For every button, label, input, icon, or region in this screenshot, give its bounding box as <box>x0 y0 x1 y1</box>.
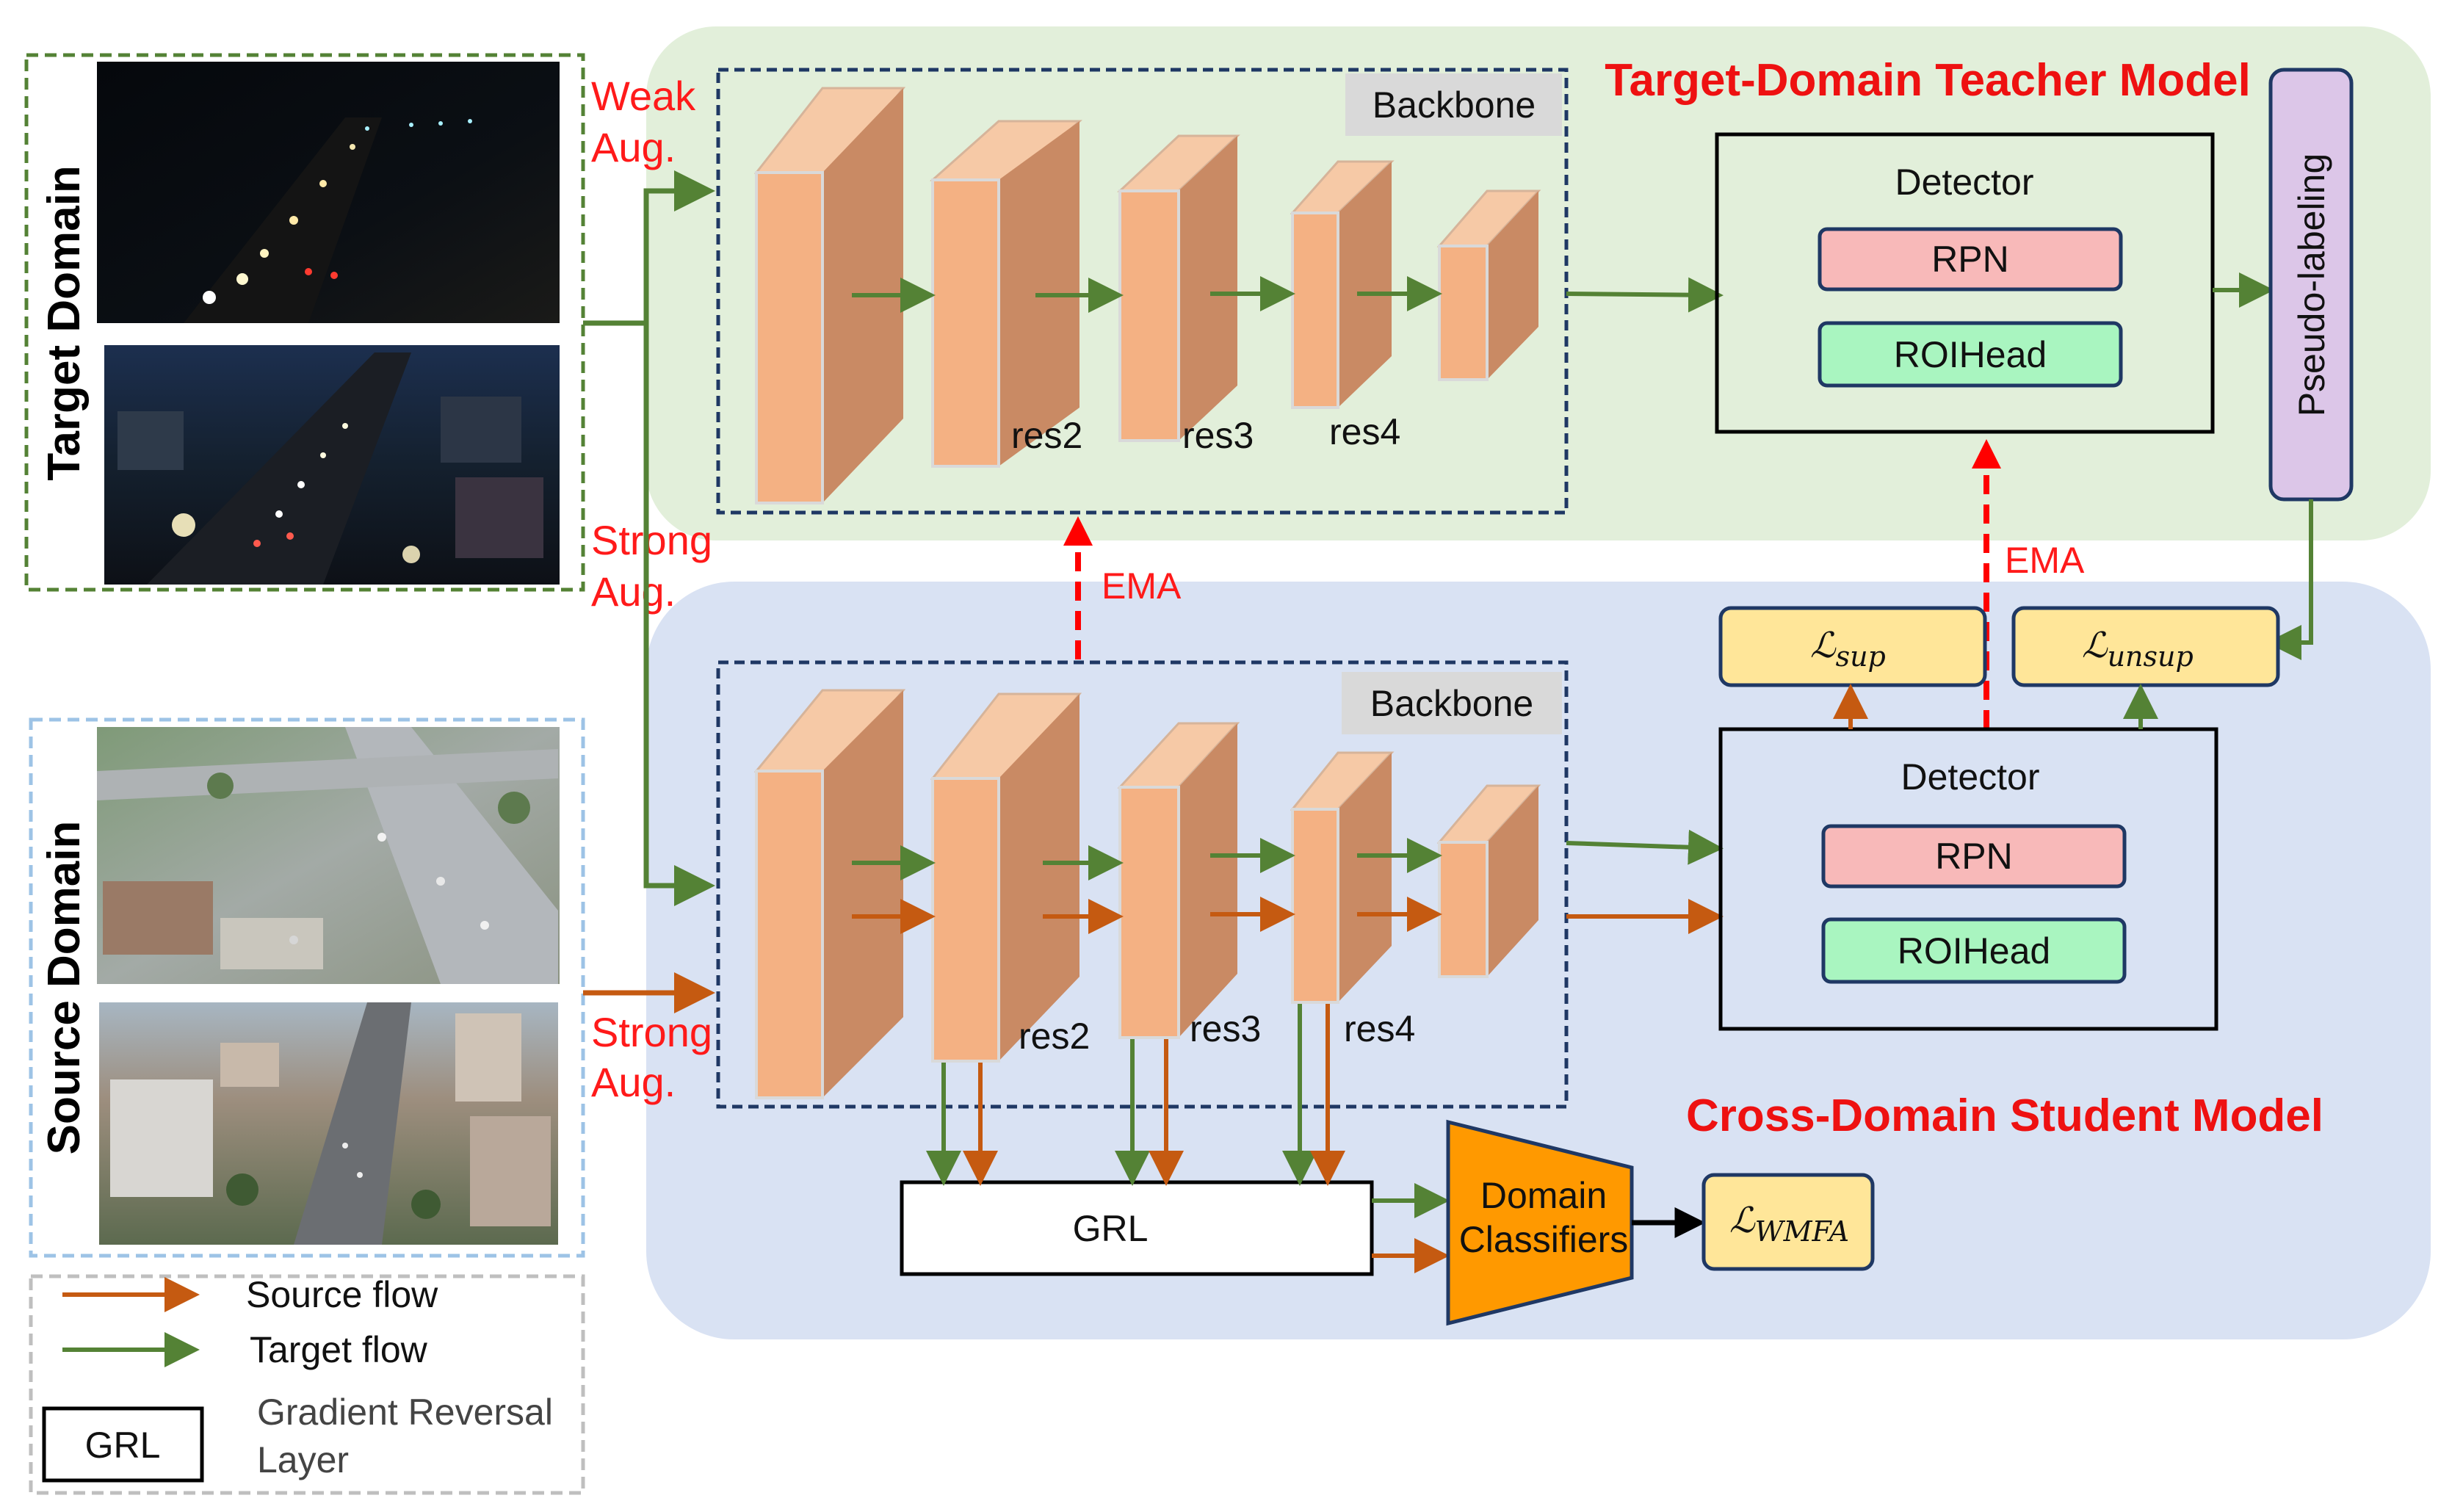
teacher-block-5 <box>1436 189 1541 381</box>
loss-unsup-label: ℒunsup <box>2082 625 2194 673</box>
legend-frame <box>29 1274 585 1495</box>
target-domain-label: Target Domain <box>39 165 90 480</box>
teacher-rpn-label: RPN <box>1931 239 2009 280</box>
source-domain-label: Source Domain <box>39 821 90 1155</box>
teacher-res4-label: res4 <box>1329 411 1400 452</box>
teacher-detector-box <box>1715 132 2215 434</box>
student-backbone-tag-bg <box>1342 672 1562 734</box>
teacher-block-4 <box>1290 160 1395 409</box>
student-backbone-blocks <box>753 689 1541 1099</box>
teacher-rpn-box <box>1818 227 2123 292</box>
grl-label: GRL <box>1073 1208 1149 1249</box>
teacher-roihead-box <box>1818 321 2123 388</box>
student-rpn-box <box>1821 824 2127 889</box>
teacher-roihead-label: ROIHead <box>1894 334 2047 375</box>
student-roihead-box <box>1821 917 2127 984</box>
pseudo-labeling-label: Pseudo-labeling <box>2291 153 2332 417</box>
domain-classifiers-label-2: Classifiers <box>1459 1219 1629 1260</box>
student-rpn-label: RPN <box>1935 836 2013 877</box>
pseudo-to-unsup-arrow <box>2266 499 2313 660</box>
target-weak-arrow <box>643 170 715 323</box>
weak-aug-label-2: Aug. <box>591 124 676 170</box>
student-block-4 <box>1290 751 1395 1004</box>
loss-wmfa-label: ℒWMFA <box>1729 1200 1849 1248</box>
student-backbone-frame <box>716 660 1569 1109</box>
strong-aug-target-label-2: Aug. <box>591 568 676 615</box>
legend-source-label: Source flow <box>246 1274 438 1315</box>
student-block-3 <box>1117 722 1240 1039</box>
student-res3-label: res3 <box>1190 1008 1261 1049</box>
student-roihead-label: ROIHead <box>1898 930 2050 972</box>
student-block-5 <box>1436 784 1541 978</box>
teacher-res2-label: res2 <box>1011 415 1082 456</box>
teacher-backbone-tag-bg <box>1345 73 1562 136</box>
teacher-block-3 <box>1117 134 1240 442</box>
target-input-trunk <box>583 320 715 906</box>
student-backbone-label: Backbone <box>1370 683 1533 724</box>
legend-grl-desc: Gradient Reversal <box>257 1392 553 1433</box>
ema-label-left: EMA <box>1102 565 1182 607</box>
strong-aug-target-label: Strong <box>591 517 712 563</box>
student-detector-box <box>1718 727 2218 1031</box>
student-res4-label: res4 <box>1344 1008 1415 1049</box>
teacher-to-detector-arrow <box>1566 277 1724 313</box>
target-image-2 <box>104 345 560 585</box>
domain-classifiers-label: Domain <box>1480 1175 1607 1216</box>
legend-grl-box <box>42 1406 204 1483</box>
teacher-backbone-blocks <box>753 87 1541 504</box>
weak-aug-label: Weak <box>591 73 696 119</box>
student-model-title: Cross-Domain Student Model <box>1686 1090 2323 1141</box>
teacher-res3-label: res3 <box>1182 415 1254 456</box>
legend-grl-label: GRL <box>85 1425 161 1466</box>
strong-aug-source-label: Strong <box>591 1009 712 1055</box>
teacher-model-title: Target-Domain Teacher Model <box>1605 55 2251 106</box>
teacher-backbone-frame <box>716 68 1569 515</box>
student-detector-title: Detector <box>1901 756 2040 797</box>
legend-target-label: Target flow <box>250 1329 428 1370</box>
student-res2-label: res2 <box>1019 1016 1090 1057</box>
source-image-2 <box>99 1002 558 1245</box>
domain-classifiers-shape <box>1446 1119 1634 1326</box>
target-image-1 <box>97 62 560 323</box>
ema-label-right: EMA <box>2005 540 2085 581</box>
student-region <box>646 582 2431 1339</box>
student-green-to-detector <box>1566 829 1724 865</box>
source-image-1 <box>97 727 560 984</box>
source-domain-frame <box>29 717 585 1258</box>
strong-aug-source-label-2: Aug. <box>591 1059 676 1105</box>
legend-grl-desc-2: Layer <box>257 1439 349 1480</box>
grl-box <box>900 1180 1374 1276</box>
teacher-backbone-label: Backbone <box>1373 84 1536 126</box>
target-domain-frame <box>24 53 585 592</box>
teacher-detector-title: Detector <box>1895 162 2034 203</box>
loss-sup-label: ℒsup <box>1810 625 1886 673</box>
student-block-1 <box>753 689 906 1099</box>
student-block-2 <box>930 692 1082 1063</box>
loss-wmfa-box <box>1701 1173 1875 1271</box>
